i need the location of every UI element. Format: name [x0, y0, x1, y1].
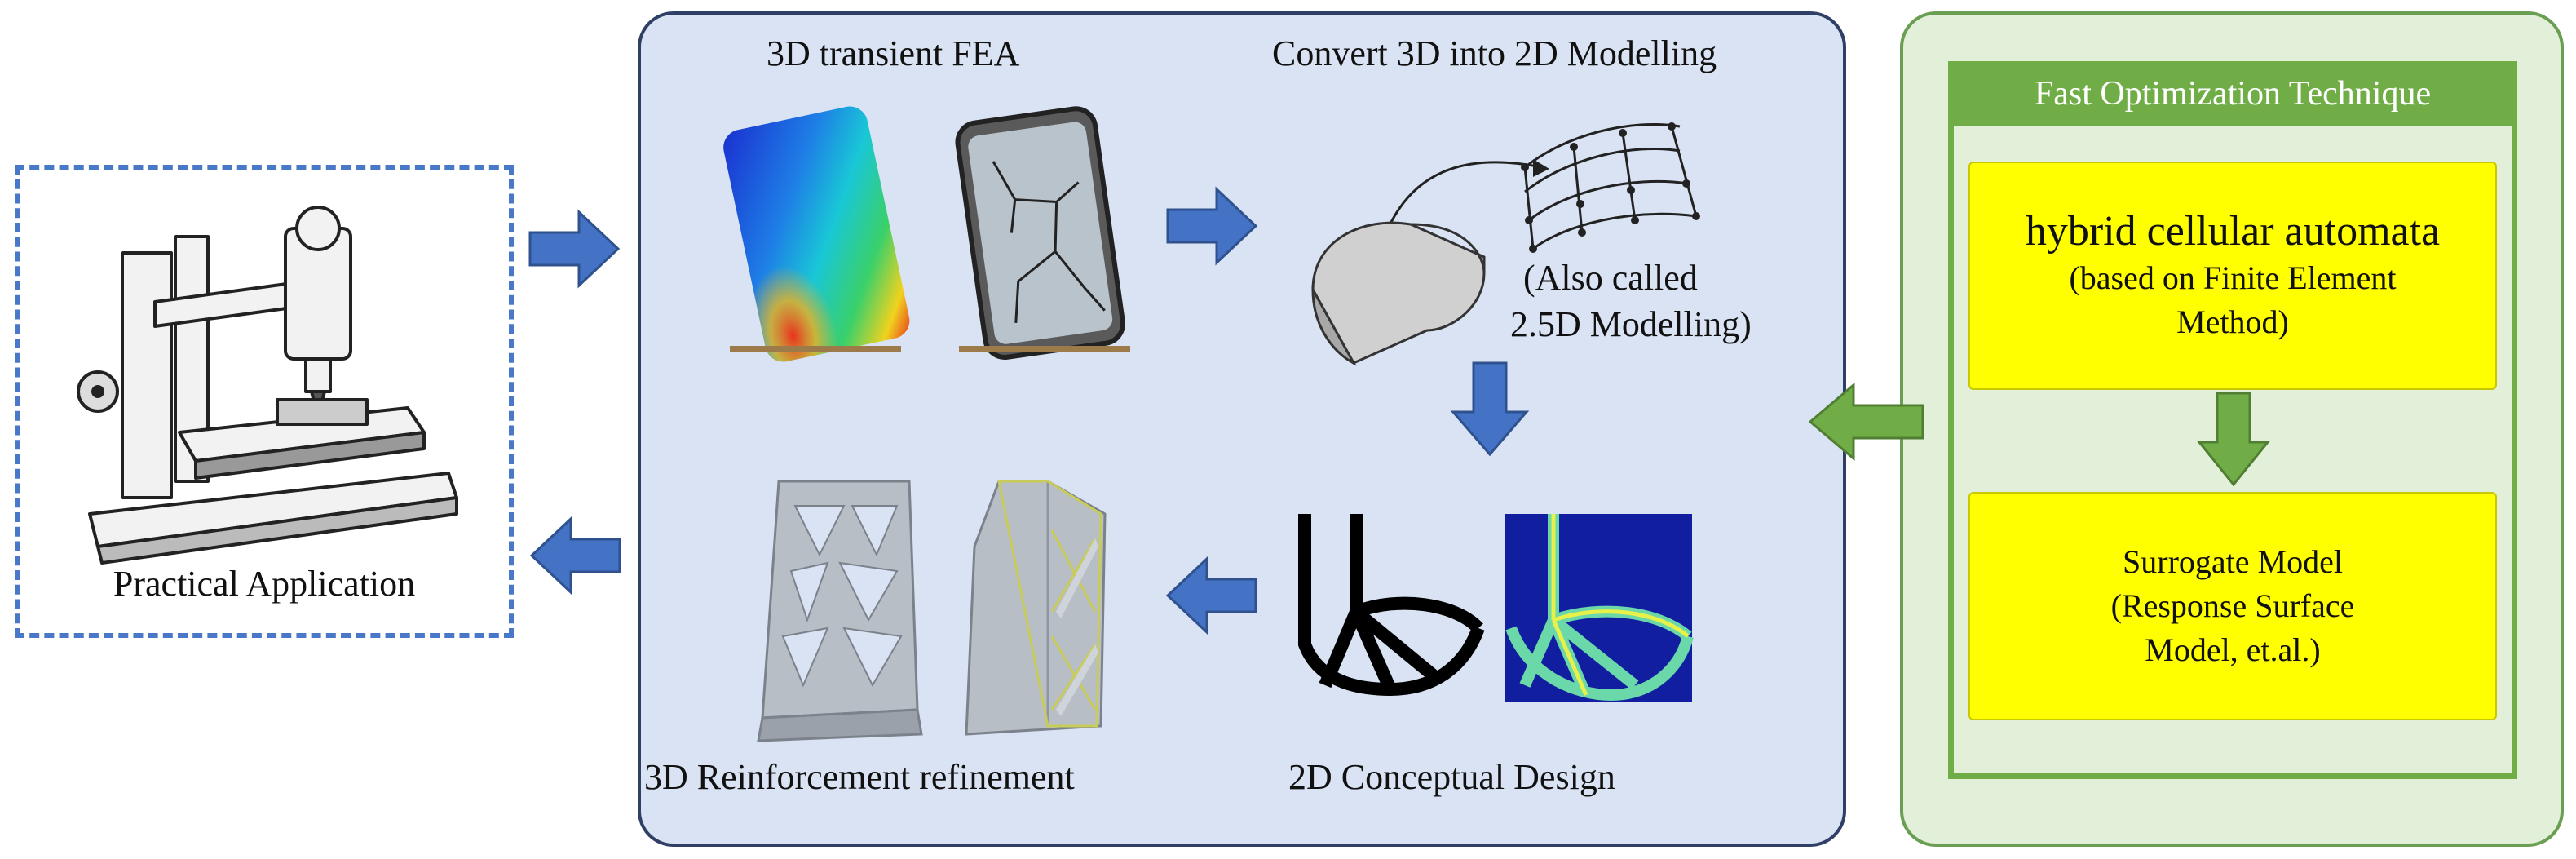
half-cylinder-3d-model [1311, 122, 1700, 366]
convert-title: Convert 3D into 2D Modelling [1272, 33, 1717, 73]
surrogate-line-2: (Response Surface [2110, 587, 2355, 624]
arrow-convert-to-conceptual [1450, 361, 1530, 457]
surrogate-line-3: Model, et.al.) [2145, 631, 2321, 668]
fast-optimization-header: Fast Optimization Technique [1948, 61, 2517, 126]
practical-application-box [15, 165, 514, 638]
arrow-optimization-to-center [1808, 382, 1924, 462]
fea-ground-line [730, 346, 901, 352]
surrogate-line-1: Surrogate Model [2123, 543, 2343, 580]
also-called-line-2: 2.5D Modelling) [1510, 304, 1752, 344]
drilling-machine-illustration [77, 206, 458, 565]
practical-application-label: Practical Application [113, 564, 416, 604]
fea-contour-phone-image [723, 106, 910, 362]
arrow-hca-to-surrogate [2196, 392, 2271, 487]
hca-title: hybrid cellular automata [2025, 208, 2441, 255]
surrogate-model-box: Surrogate Model (Response Surface Model,… [1968, 492, 2497, 720]
reinforced-structure-truss-image [757, 480, 923, 742]
conceptual-design-label: 2D Conceptual Design [1288, 757, 1615, 797]
cracked-ground-line [959, 346, 1130, 352]
arrow-right-to-center [528, 209, 621, 289]
also-called-line-1: (Also called [1523, 258, 1698, 298]
hca-box: hybrid cellular automata (based on Finit… [1968, 162, 2497, 390]
hca-subtitle-line-1: (based on Finite Element [2069, 259, 2397, 296]
arrow-left-to-practical [529, 516, 621, 596]
topology-black-image [1298, 514, 1485, 696]
cracked-phone-image [955, 106, 1125, 360]
arrow-fea-to-convert [1166, 186, 1258, 266]
hca-subtitle-line-2: Method) [2176, 303, 2289, 340]
fea-title: 3D transient FEA [767, 33, 1020, 73]
topology-contour-image [1505, 514, 1694, 702]
reinforced-structure-ribs-image [965, 480, 1107, 736]
reinforcement-label: 3D Reinforcement refinement [644, 757, 1075, 797]
arrow-conceptual-to-reinforcement [1165, 556, 1257, 635]
